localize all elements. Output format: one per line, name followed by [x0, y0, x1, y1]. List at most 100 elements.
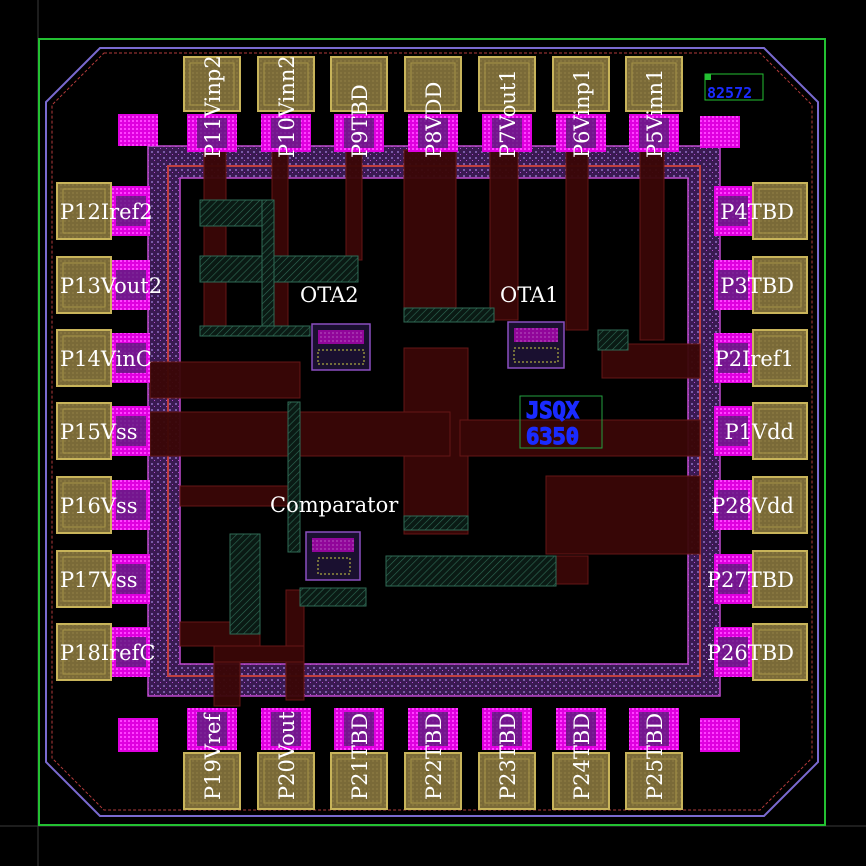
corner-id-text: 82572	[707, 84, 752, 102]
left-pad	[56, 623, 112, 681]
left-pin-label: P18IrefC	[60, 641, 155, 665]
left-pad	[56, 476, 112, 534]
bottom-pin-label: P24TBD	[570, 713, 594, 800]
left-pad-driver	[112, 627, 150, 677]
block-label-ota2: OTA2	[300, 283, 359, 307]
top-pin-label: P11Vinp2	[201, 55, 225, 158]
left-pad	[56, 329, 112, 387]
top-pad-driver	[187, 114, 237, 152]
logo-block: JSQX 6350	[519, 395, 603, 451]
right-pin-label: P28Vdd	[711, 494, 794, 518]
right-pad	[752, 182, 808, 240]
bottom-pad	[257, 752, 315, 810]
bottom-pad-driver	[261, 708, 311, 750]
bottom-pad	[183, 752, 241, 810]
right-pad	[752, 476, 808, 534]
top-pad	[330, 56, 388, 112]
top-pin-label: P9TBD	[348, 84, 372, 158]
top-pad-driver	[261, 114, 311, 152]
left-pin-label: P13Vout2	[60, 274, 162, 298]
top-pad	[625, 56, 683, 112]
left-pad-driver	[112, 260, 150, 310]
block-label-comparator: Comparator	[270, 493, 399, 517]
right-pad-driver	[714, 406, 752, 456]
io-pads	[56, 56, 808, 810]
die-boundary	[38, 38, 826, 826]
right-pad	[752, 256, 808, 314]
left-pad	[56, 402, 112, 460]
left-pad-driver	[112, 186, 150, 236]
right-pin-label: P3TBD	[720, 274, 794, 298]
bottom-pad	[625, 752, 683, 810]
right-pad	[752, 402, 808, 460]
left-pad	[56, 256, 112, 314]
bottom-pin-label: P19Vref	[201, 712, 225, 800]
right-pin-label: P27TBD	[707, 568, 794, 592]
right-pad-driver	[714, 627, 752, 677]
right-pad-driver	[714, 186, 752, 236]
bottom-pad	[478, 752, 536, 810]
top-pad	[404, 56, 462, 112]
top-pad-driver	[408, 114, 458, 152]
corner-block-br	[700, 718, 740, 752]
right-pad	[752, 329, 808, 387]
left-pin-label: P17Vss	[60, 568, 138, 592]
right-pad-driver	[714, 260, 752, 310]
top-pad	[552, 56, 610, 112]
right-pin-label: P26TBD	[707, 641, 794, 665]
bottom-pad	[552, 752, 610, 810]
corner-block-tl	[118, 114, 158, 146]
left-pad	[56, 550, 112, 608]
right-pin-label: P2Iref1	[715, 347, 794, 371]
left-pin-label: P14VinC	[60, 347, 152, 371]
bottom-pin-label: P22TBD	[422, 713, 446, 800]
right-pad-driver	[714, 554, 752, 604]
logo-line2: 6350	[526, 425, 579, 450]
bottom-pad-driver	[629, 708, 679, 750]
block-label-ota1: OTA1	[500, 283, 559, 307]
top-pad-driver	[334, 114, 384, 152]
left-pad-driver	[112, 554, 150, 604]
seal-ring	[45, 47, 819, 817]
top-pad-driver	[629, 114, 679, 152]
right-pad	[752, 550, 808, 608]
block-comparator-cells	[305, 531, 361, 581]
bottom-pin-label: P20Vout	[275, 711, 299, 800]
right-pad	[752, 623, 808, 681]
bottom-pad-driver	[556, 708, 606, 750]
logo-line1: JSQX	[526, 399, 579, 424]
bottom-pin-label: P25TBD	[643, 713, 667, 800]
top-pad	[478, 56, 536, 112]
right-pin-label: P1Vdd	[724, 420, 794, 444]
bottom-pad-driver	[187, 708, 237, 750]
top-pad-driver	[482, 114, 532, 152]
block-ota1-cells	[507, 321, 565, 369]
top-pin-label: P7Vout1	[496, 69, 520, 158]
top-pin-label: P6Vinp1	[570, 69, 594, 158]
top-pad	[257, 56, 315, 112]
right-pad-driver	[714, 480, 752, 530]
left-pad-driver	[112, 333, 150, 383]
top-pin-label: P8VDD	[422, 82, 446, 158]
corner-block-tr	[700, 116, 740, 148]
bottom-pin-label: P21TBD	[348, 713, 372, 800]
bottom-pad-driver	[408, 708, 458, 750]
left-pin-label: P12Iref2	[60, 200, 153, 224]
bottom-pad	[404, 752, 462, 810]
left-pad	[56, 182, 112, 240]
left-pad-driver	[112, 480, 150, 530]
seal-ring-inner	[51, 52, 813, 811]
bottom-pad-driver	[482, 708, 532, 750]
bottom-pin-label: P23TBD	[496, 713, 520, 800]
right-pad-driver	[714, 333, 752, 383]
corner-id-marker: 82572	[704, 73, 764, 102]
green-layers	[199, 199, 629, 635]
right-pin-label: P4TBD	[720, 200, 794, 224]
top-pad-driver	[556, 114, 606, 152]
left-pin-label: P15Vss	[60, 420, 138, 444]
top-pad	[183, 56, 241, 112]
bottom-pad	[330, 752, 388, 810]
corner-block-bl	[118, 718, 158, 752]
left-pad-driver	[112, 406, 150, 456]
